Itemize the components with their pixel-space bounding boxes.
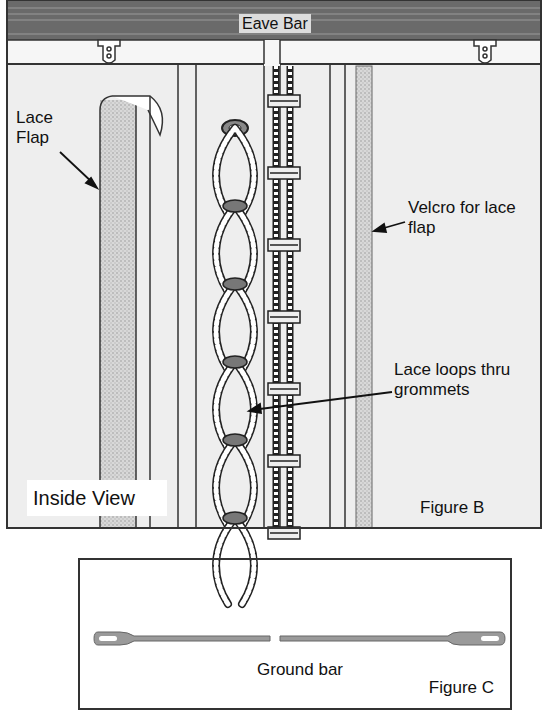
grommet (268, 383, 300, 395)
eave-bar: Eave Bar (7, 0, 541, 40)
figure-label: Inside View (33, 486, 135, 510)
grommet (223, 278, 247, 290)
lace-stroke (270, 100, 298, 102)
lace-stroke (216, 518, 254, 604)
lace-stroke (270, 388, 298, 390)
part-label: Lace loops thru grommets (394, 360, 534, 401)
figure-label: Eave Bar (239, 14, 311, 33)
grommet (268, 311, 300, 323)
lace-stroke (270, 532, 298, 534)
lace-stroke (216, 284, 254, 370)
lace-stroke (216, 440, 254, 526)
figure-label: Ground bar (257, 660, 343, 680)
figure-label: Figure C (429, 678, 494, 698)
lace-stroke (216, 362, 254, 448)
grommet (223, 434, 247, 446)
lace-stroke (216, 128, 254, 214)
lace-stroke (216, 362, 254, 448)
grommet (268, 167, 300, 179)
lace-stroke (270, 460, 298, 462)
lace-stroke (216, 206, 254, 292)
lace-stroke (216, 206, 254, 292)
figure-frame: Figure B Eave BarInside View (7, 0, 541, 528)
lace-stroke (270, 244, 298, 246)
part-label: Lace Flap (16, 108, 66, 149)
grommet (268, 239, 300, 251)
lace-stroke (216, 518, 254, 604)
grommet (268, 455, 300, 467)
grommet (223, 512, 247, 524)
part-label: Velcro for lace flap (408, 198, 523, 239)
figure-frame: Ground barFigure C (78, 558, 512, 710)
view-label-box: Inside View (27, 480, 167, 516)
lace-stroke (216, 440, 254, 526)
lace-stroke (270, 172, 298, 174)
lace-stroke (216, 284, 254, 370)
grommet (223, 356, 247, 368)
grommet (223, 200, 247, 212)
lace-stroke (216, 128, 254, 214)
grommet (268, 95, 300, 107)
figure-label: Figure B (420, 498, 484, 518)
lace-stroke (270, 316, 298, 318)
